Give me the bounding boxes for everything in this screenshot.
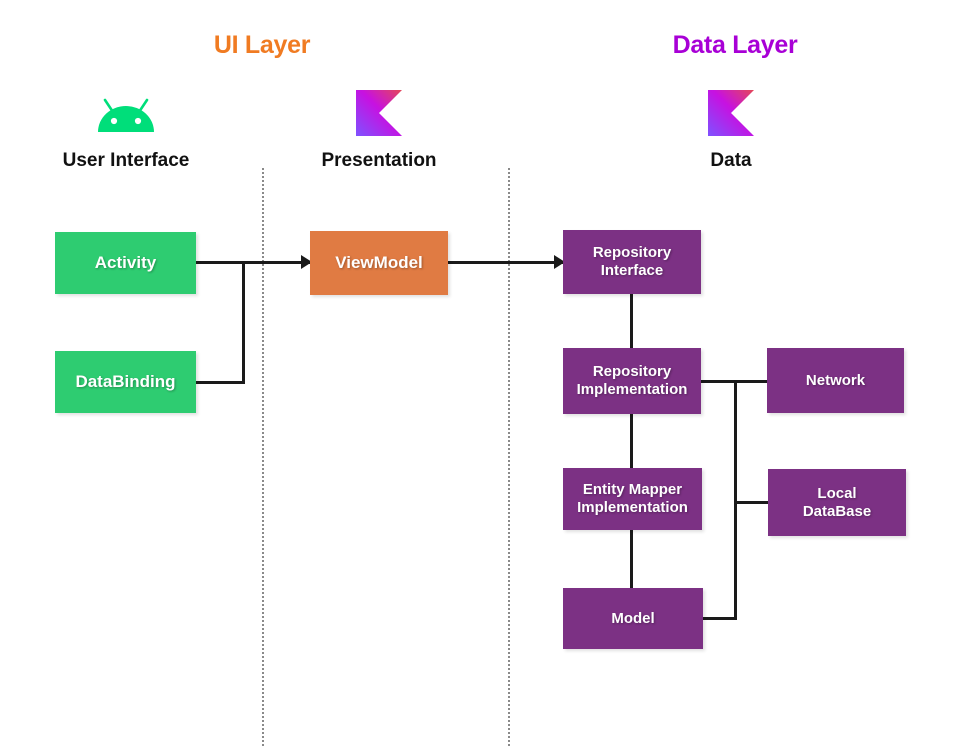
node-entity-mapper-label: Entity Mapper Implementation [577,481,688,516]
layer-divider-left [262,168,264,746]
kotlin-logo-icon [356,90,402,136]
node-databinding[interactable]: DataBinding [55,351,196,413]
ui-layer-title: UI Layer [213,31,311,59]
node-local-database-line2: DataBase [802,502,872,520]
node-entity-mapper-line1: Entity Mapper [582,481,683,499]
connector-entity-mapper-to-model [630,530,633,590]
kotlin-logo-icon [708,90,754,136]
node-repository-implementation-line2: Implementation [576,381,688,398]
connector-viewmodel-to-repository [448,261,564,264]
connector-data-source-trunk [734,380,737,618]
node-repository-implementation[interactable]: Repository Implementation [563,348,701,414]
node-entity-mapper-implementation[interactable]: Entity Mapper Implementation [563,468,702,530]
connector-model-to-trunk [701,617,737,620]
node-network-label: Network [805,371,866,389]
layer-divider-right [508,168,510,746]
node-local-database-label: Local DataBase [803,485,871,520]
connector-databinding-stub [196,381,245,384]
node-repository-interface-line1: Repository [592,244,672,262]
node-repository-interface-line2: Interface [600,262,664,279]
column-caption-data: Data [710,150,752,171]
node-model[interactable]: Model [563,588,703,649]
node-activity-label: Activity [94,252,157,272]
column-caption-user-interface: User Interface [62,150,190,171]
node-network[interactable]: Network [767,348,904,413]
arrow-head-icon [301,255,312,269]
connector-trunk-to-local-database [734,501,770,504]
connector-repository-implementation-to-entity-mapper [630,414,633,470]
arrow-head-icon [554,255,565,269]
node-repository-implementation-label: Repository Implementation [577,363,688,398]
data-layer-title: Data Layer [672,31,798,59]
connector-ui-riser [242,261,245,384]
connector-repository-interface-to-implementation [630,294,633,350]
android-logo-icon [93,92,159,134]
connector-activity-to-viewmodel [196,261,312,264]
node-repository-interface[interactable]: Repository Interface [563,230,701,294]
node-databinding-label: DataBinding [75,371,176,391]
node-repository-interface-label: Repository Interface [593,244,671,279]
node-local-database[interactable]: Local DataBase [768,469,906,536]
node-activity[interactable]: Activity [55,232,196,294]
node-model-label: Model [611,609,655,627]
node-entity-mapper-line2: Implementation [577,499,688,516]
node-local-database-line1: Local [817,484,857,502]
column-caption-presentation: Presentation [321,150,437,171]
node-viewmodel[interactable]: ViewModel [310,231,448,295]
connector-repository-to-network [701,380,769,383]
node-repository-implementation-line1: Repository [592,363,672,381]
node-viewmodel-label: ViewModel [335,252,423,272]
